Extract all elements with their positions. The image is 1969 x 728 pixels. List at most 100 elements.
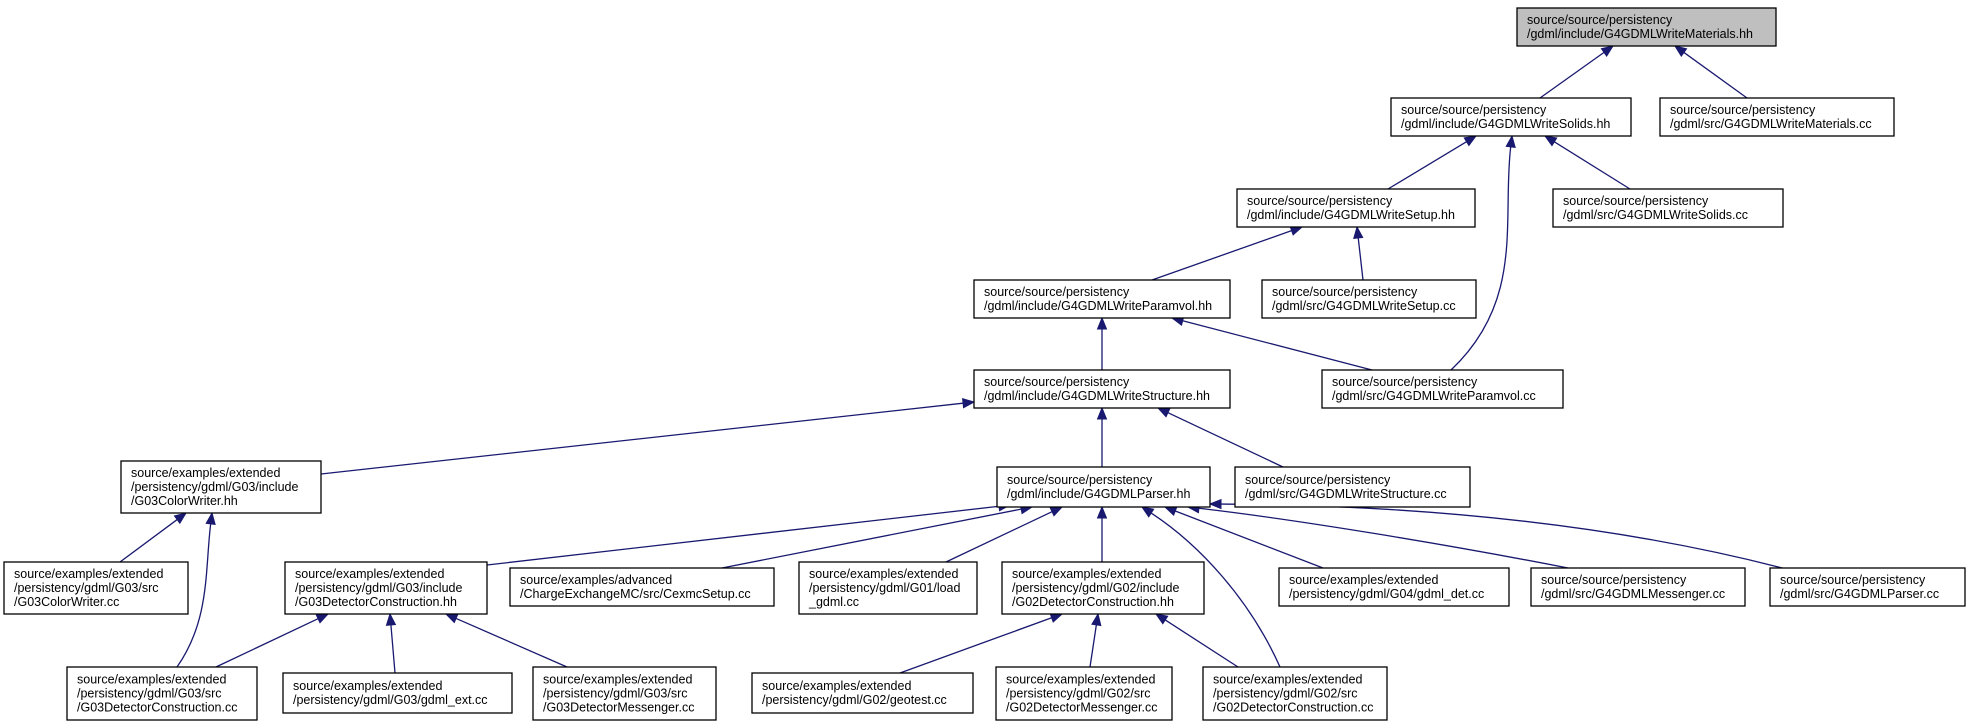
node-label-line: /gdml/include/G4GDMLWriteSetup.hh <box>1247 208 1455 222</box>
node-label-line: source/source/persistency <box>984 285 1130 299</box>
edges-layer <box>119 45 1791 674</box>
node-label-line: /persistency/gdml/G03/include <box>131 480 298 494</box>
node-box <box>1202 666 1388 721</box>
node-label-line: source/examples/extended <box>1006 673 1155 687</box>
node-n18[interactable]: source/source/persistency/gdml/src/G4GDM… <box>1530 567 1746 607</box>
node-label-line: source/examples/extended <box>295 567 444 581</box>
arrowhead <box>315 613 330 624</box>
edge-line <box>1150 512 1281 668</box>
node-label-line: /gdml/include/G4GDMLWriteSolids.hh <box>1401 117 1610 131</box>
node-box <box>995 666 1173 721</box>
edge-line <box>1387 141 1467 190</box>
edge-n14-to-n10 <box>721 504 1034 569</box>
node-label-line: /G02DetectorConstruction.cc <box>1213 701 1374 715</box>
edge-n10-to-n7 <box>1096 406 1108 467</box>
node-n24[interactable]: source/examples/extended/persistency/gdm… <box>995 666 1173 721</box>
node-n1[interactable]: source/source/persistency/gdml/include/G… <box>1390 97 1632 137</box>
node-label-line: source/source/persistency <box>1527 13 1673 27</box>
node-label-line: source/examples/extended <box>543 673 692 687</box>
node-label-line: source/source/persistency <box>1780 573 1926 587</box>
arrowhead <box>1600 45 1615 57</box>
node-label-line: /G03DetectorMessenger.cc <box>543 701 694 715</box>
node-label-line: source/source/persistency <box>1247 194 1393 208</box>
node-n20[interactable]: source/examples/extended/persistency/gdm… <box>66 666 258 721</box>
node-label-line: source/source/persistency <box>1401 103 1547 117</box>
edge-n13-to-n10 <box>486 501 1012 566</box>
arrowhead <box>1505 134 1516 149</box>
node-box <box>1390 97 1632 137</box>
edge-line <box>1539 51 1605 99</box>
node-n8[interactable]: source/source/persistency/gdml/src/G4GDM… <box>1321 369 1564 409</box>
arrowhead <box>1543 135 1558 147</box>
node-label-line: /gdml/src/G4GDMLWriteSetup.cc <box>1272 299 1456 313</box>
node-label-line: /gdml/src/G4GDMLWriteStructure.cc <box>1245 487 1447 501</box>
node-label-line: /gdml/include/G4GDMLWriteParamvol.hh <box>984 299 1212 313</box>
edge-n4-to-n1 <box>1543 135 1631 190</box>
node-n10[interactable]: source/source/persistency/gdml/include/G… <box>996 466 1211 508</box>
node-n2[interactable]: source/source/persistency/gdml/src/G4GDM… <box>1659 97 1895 137</box>
edge-n15-to-n10 <box>945 506 1064 563</box>
node-n0[interactable]: source/source/persistency/gdml/include/G… <box>1516 7 1777 47</box>
node-box <box>66 666 258 721</box>
node-label-line: source/source/persistency <box>984 375 1130 389</box>
node-n15[interactable]: source/examples/extended/persistency/gdm… <box>798 561 978 615</box>
node-n22[interactable]: source/examples/extended/persistency/gdm… <box>532 666 717 721</box>
edge-line <box>390 624 396 674</box>
edge-line <box>176 523 212 668</box>
edge-line <box>1553 141 1631 190</box>
node-n21[interactable]: source/examples/extended/persistency/gdm… <box>282 672 513 714</box>
node-n25[interactable]: source/examples/extended/persistency/gdm… <box>1202 666 1388 721</box>
edge-n20-to-n9 <box>176 511 216 668</box>
node-n6[interactable]: source/source/persistency/gdml/src/G4GDM… <box>1261 279 1477 319</box>
node-n4[interactable]: source/source/persistency/gdml/src/G4GDM… <box>1552 188 1784 228</box>
node-label-line: /G02DetectorConstruction.hh <box>1012 595 1174 609</box>
node-box <box>973 279 1231 319</box>
node-label-line: source/source/persistency <box>1272 285 1418 299</box>
node-n7[interactable]: source/source/persistency/gdml/include/G… <box>973 369 1231 409</box>
edge-n1-to-n0 <box>1539 45 1615 99</box>
edge-n25-to-n16 <box>1154 613 1239 668</box>
node-n17[interactable]: source/examples/extended/persistency/gdm… <box>1278 567 1510 607</box>
node-n16[interactable]: source/examples/extended/persistency/gdm… <box>1001 561 1205 615</box>
edge-line <box>119 519 178 563</box>
node-label-line: /gdml/src/G4GDMLWriteMaterials.cc <box>1670 117 1872 131</box>
node-label-line: /persistency/gdml/G01/load <box>809 581 961 595</box>
node-n3[interactable]: source/source/persistency/gdml/include/G… <box>1236 188 1476 228</box>
edge-n18-to-n10 <box>1186 503 1569 569</box>
node-box <box>1659 97 1895 137</box>
edge-n8-to-n1 <box>1450 134 1516 371</box>
node-n19[interactable]: source/source/persistency/gdml/src/G4GDM… <box>1769 567 1966 607</box>
edge-n12-to-n9 <box>119 512 188 563</box>
edge-n2-to-n0 <box>1673 45 1748 99</box>
edge-line <box>945 511 1053 563</box>
node-label-line: /G03DetectorConstruction.cc <box>77 701 238 715</box>
node-n9[interactable]: source/examples/extended/persistency/gdm… <box>120 460 322 514</box>
edge-n19-to-n10 <box>1208 498 1791 571</box>
edge-n24-to-n16 <box>1089 612 1102 668</box>
node-label-line: /gdml/include/G4GDMLWriteStructure.hh <box>984 389 1210 403</box>
node-n13[interactable]: source/examples/extended/persistency/gdm… <box>284 561 488 615</box>
nodes-layer: source/source/persistency/gdml/include/G… <box>3 7 1966 721</box>
arrowhead <box>1049 613 1064 623</box>
node-n5[interactable]: source/source/persistency/gdml/include/G… <box>973 279 1231 319</box>
node-label-line: /persistency/gdml/G03/gdml_ext.cc <box>293 693 488 707</box>
node-label-line: /persistency/gdml/G03/include <box>295 581 462 595</box>
arrowhead <box>961 398 976 409</box>
node-box <box>996 466 1211 508</box>
edge-n7-to-n5 <box>1096 316 1108 370</box>
node-label-line: /persistency/gdml/G02/geotest.cc <box>762 693 947 707</box>
node-box <box>1552 188 1784 228</box>
node-box <box>1236 188 1476 228</box>
node-label-line: source/examples/extended <box>77 673 226 687</box>
node-box <box>798 561 978 615</box>
node-label-line: source/source/persistency <box>1670 103 1816 117</box>
node-n23[interactable]: source/examples/extended/persistency/gdm… <box>751 672 974 714</box>
node-label-line: /G03ColorWriter.cc <box>14 595 119 609</box>
edge-line <box>1683 51 1748 99</box>
node-n12[interactable]: source/examples/extended/persistency/gdm… <box>3 561 189 615</box>
node-n11[interactable]: source/source/persistency/gdml/src/G4GDM… <box>1234 466 1471 508</box>
node-box <box>1516 7 1777 47</box>
arrowhead <box>1096 316 1108 330</box>
node-box <box>1001 561 1205 615</box>
node-n14[interactable]: source/examples/advanced/ChargeExchangeM… <box>509 567 775 607</box>
